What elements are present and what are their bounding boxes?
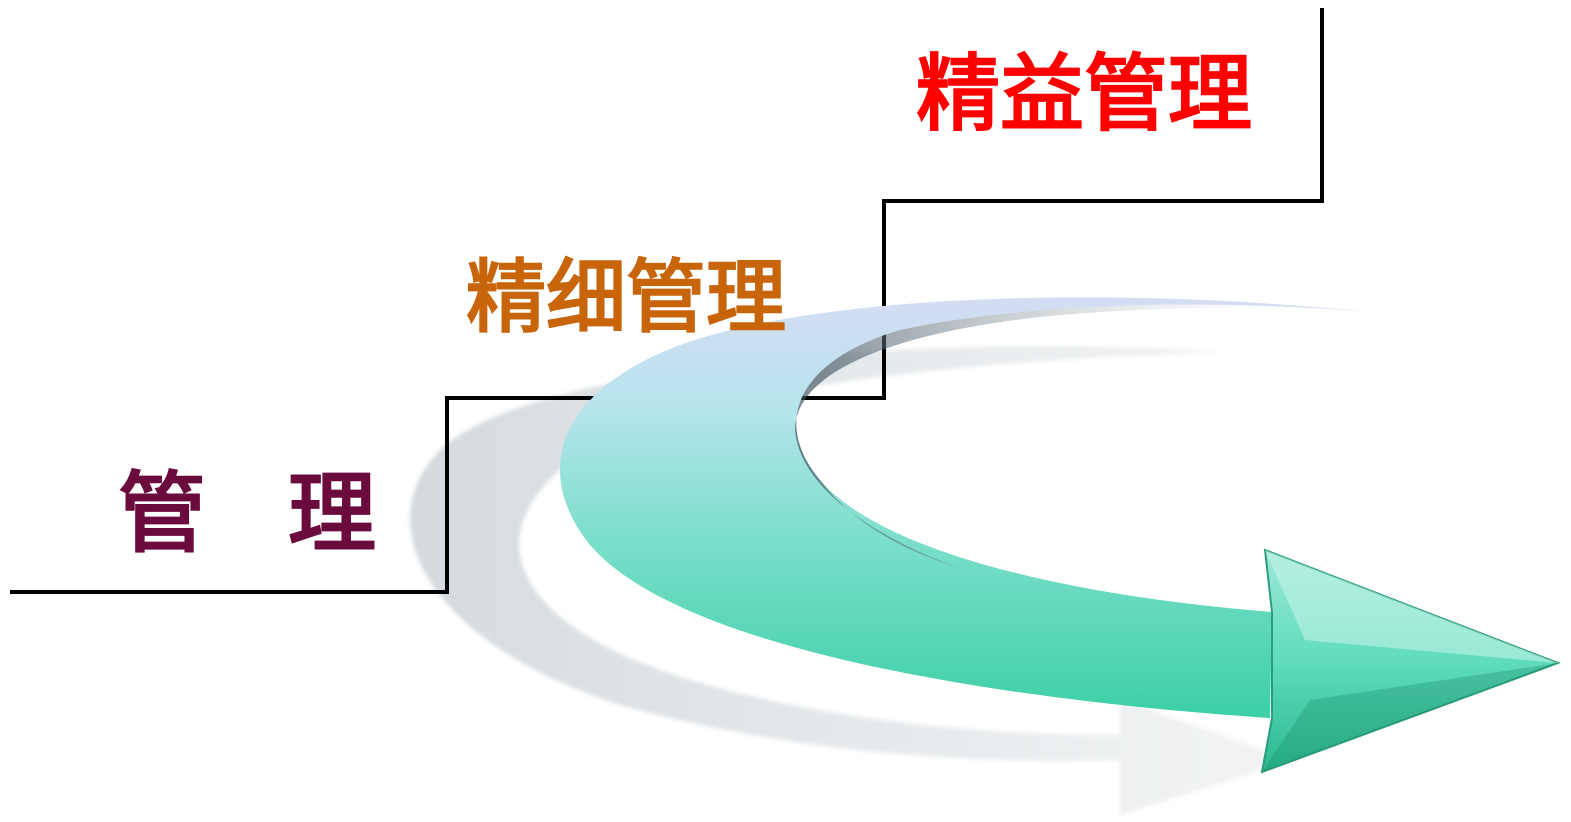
arrow-head-shade <box>1262 663 1558 772</box>
stage-label-management: 管理 <box>118 462 459 565</box>
arrow-shadow <box>410 346 1295 815</box>
curved-arrow-body <box>560 297 1370 718</box>
stage-label-refined-management: 精细管理 <box>466 251 786 344</box>
staircase-line <box>10 8 1324 594</box>
arrow-head-highlight <box>1265 550 1558 663</box>
stage-label-lean-management: 精益管理 <box>916 45 1253 143</box>
